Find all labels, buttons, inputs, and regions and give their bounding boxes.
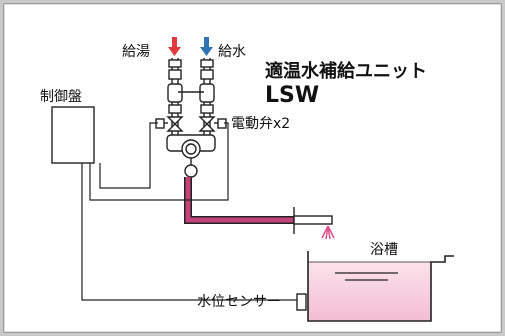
- control-wiring: [81, 122, 297, 301]
- unit-model: LSW: [265, 83, 319, 108]
- control-panel: [51, 106, 95, 164]
- bathtub-label: 浴槽: [370, 242, 398, 258]
- diagram-card: 適温水補給ユニット LSW 給湯 給水: [3, 3, 502, 333]
- cold-water-label: 給水: [218, 44, 246, 60]
- water-level-sensor-label: 水位センサー: [197, 294, 281, 310]
- motorized-valve-right: [198, 116, 227, 132]
- supply-pipe: [184, 177, 298, 224]
- faucet: [293, 207, 333, 234]
- control-panel-label: 制御盤: [40, 89, 82, 105]
- cold-arrow-icon: [200, 37, 213, 56]
- motorized-valve-left: [155, 116, 184, 132]
- system-diagram: 適温水補給ユニット LSW 給湯 給水: [40, 37, 454, 322]
- water-level-sensor: [296, 293, 307, 311]
- water-spray-icon: [321, 225, 335, 240]
- valves-label: 電動弁x2: [231, 116, 290, 132]
- hot-arrow-icon: [168, 37, 181, 56]
- unit-title: 適温水補給ユニット: [265, 60, 427, 82]
- bathtub: [307, 251, 454, 322]
- mixing-unit: [167, 58, 215, 144]
- hot-water-label: 給湯: [122, 43, 150, 60]
- mixing-valve: [166, 134, 216, 178]
